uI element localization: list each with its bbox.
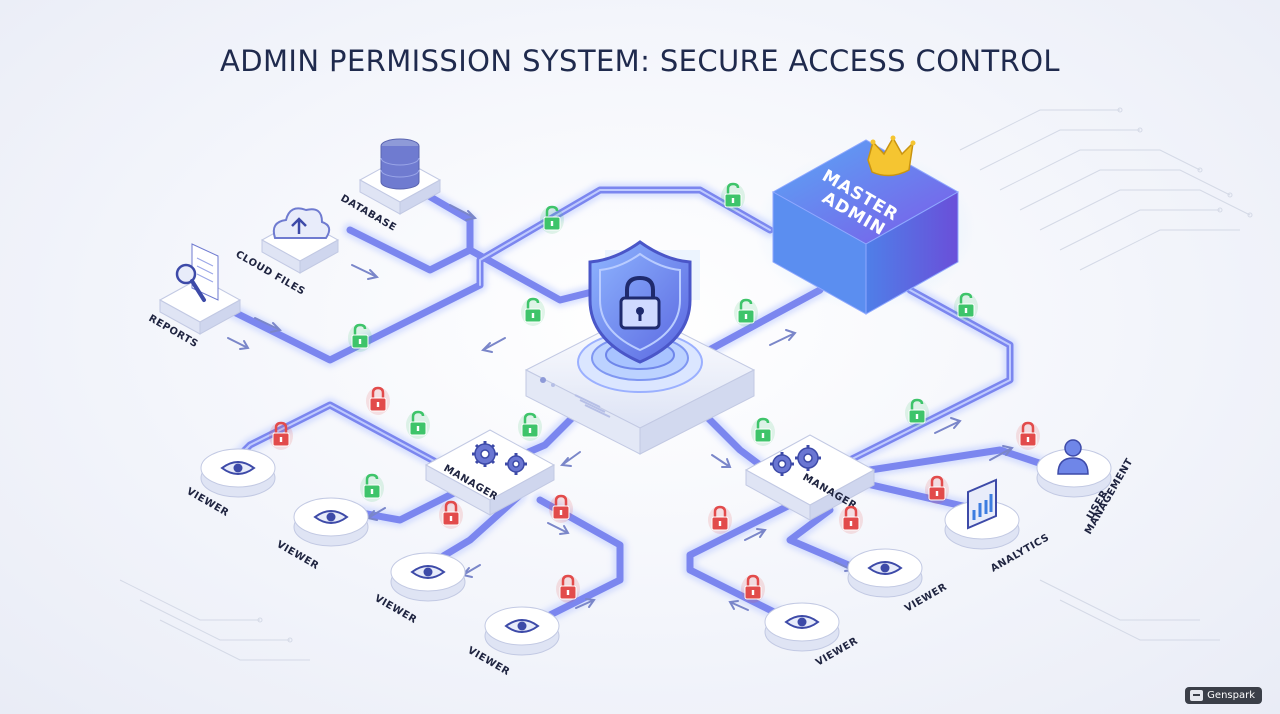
database-icon: [380, 138, 420, 190]
padlocks: [269, 182, 1040, 603]
eye-icon: [313, 510, 349, 524]
gears-icon: [472, 441, 527, 475]
padlock-icon: [366, 386, 390, 415]
arrow-icon: [481, 337, 506, 353]
arrow-icon: [711, 454, 732, 468]
padlock-icon: [549, 494, 573, 523]
circuit-background: [119, 107, 1253, 661]
manager-node-left[interactable]: MANAGER: [424, 429, 556, 516]
viewer-node[interactable]: VIEWER: [764, 602, 860, 669]
watermark-badge: Genspark: [1185, 687, 1262, 704]
open-padlock-icon: [406, 410, 430, 439]
user-icon: [1057, 439, 1089, 475]
eye-icon: [784, 615, 820, 629]
arrow-icon: [461, 564, 481, 578]
bar-chart-icon: [967, 478, 997, 530]
arrow-icon: [560, 451, 581, 467]
master-admin-node[interactable]: MASTER ADMIN: [755, 135, 975, 315]
arrow-icon: [769, 329, 797, 346]
open-padlock-icon: [540, 205, 564, 234]
user-management-node[interactable]: USER MANAGEMENT: [1036, 439, 1136, 537]
open-padlock-icon: [521, 297, 545, 326]
arrow-icon: [547, 522, 570, 535]
central-security-hub[interactable]: [524, 240, 756, 455]
eye-icon: [867, 561, 903, 575]
watermark-label: Genspark: [1207, 690, 1255, 701]
eye-icon: [410, 565, 446, 579]
arrow-icon: [989, 445, 1014, 461]
open-padlock-icon: [518, 412, 542, 441]
open-padlock-icon: [954, 292, 978, 321]
flow-arrows: [227, 204, 1014, 611]
viewer-node[interactable]: VIEWER: [847, 548, 949, 615]
resource-node-database[interactable]: DATABASE: [339, 138, 442, 234]
resource-node-reports[interactable]: REPORTS: [147, 243, 242, 350]
cloud-upload-icon: [272, 207, 331, 239]
open-padlock-icon: [721, 182, 745, 211]
arrow-icon: [728, 600, 749, 611]
manager-node-right[interactable]: MANAGER: [744, 434, 876, 521]
padlock-icon: [556, 574, 580, 603]
padlock-icon: [269, 421, 293, 450]
open-padlock-icon: [360, 473, 384, 502]
open-padlock-icon: [905, 398, 929, 427]
arrow-icon: [744, 528, 767, 541]
eye-icon: [220, 461, 256, 475]
arrow-icon: [934, 417, 962, 434]
arrow-icon: [254, 317, 282, 333]
arrow-icon: [575, 598, 596, 609]
gears-icon: [770, 445, 821, 476]
viewer-node[interactable]: VIEWER: [275, 497, 369, 572]
viewer-node[interactable]: VIEWER: [466, 606, 560, 678]
arrow-icon: [351, 264, 379, 280]
arrow-icon: [227, 337, 250, 350]
open-padlock-icon: [734, 298, 758, 327]
padlock-icon: [741, 574, 765, 603]
resource-node-cloud-files[interactable]: CLOUD FILES: [234, 207, 340, 298]
arrow-icon: [449, 204, 477, 221]
open-padlock-icon: [751, 417, 775, 446]
document-search-icon: [175, 243, 219, 302]
viewer-node[interactable]: VIEWER: [185, 448, 276, 519]
padlock-icon: [708, 505, 732, 534]
padlock-icon: [1016, 421, 1040, 450]
crown-icon: [867, 135, 916, 177]
padlock-icon: [839, 505, 863, 534]
padlock-icon: [925, 475, 949, 504]
eye-icon: [504, 619, 540, 633]
analytics-node[interactable]: ANALYTICS: [944, 478, 1051, 575]
genspark-logo-icon: [1190, 690, 1204, 701]
viewer-node[interactable]: VIEWER: [373, 552, 466, 626]
page-title: ADMIN PERMISSION SYSTEM: SECURE ACCESS C…: [220, 44, 1060, 78]
padlock-icon: [439, 500, 463, 529]
open-padlock-icon: [348, 323, 372, 352]
shield-lock-icon: [588, 240, 692, 364]
